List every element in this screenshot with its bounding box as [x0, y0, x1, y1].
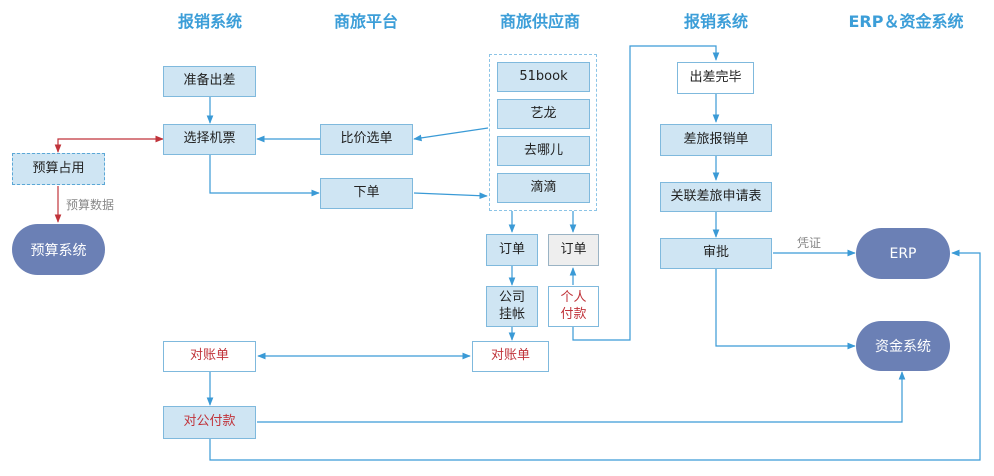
supplier-group	[489, 54, 597, 211]
node-approval: 审批	[660, 238, 772, 269]
node-company-charge: 公司 挂帐	[486, 286, 538, 327]
node-personal-pay: 个人 付款	[548, 286, 599, 327]
node-reconcile-expense: 对账单	[163, 341, 256, 372]
node-reconcile-supplier: 对账单	[472, 341, 549, 372]
node-prepare-trip: 准备出差	[163, 66, 256, 97]
node-supplier-didi: 滴滴	[497, 173, 590, 203]
edge-suppliers-to-compare	[413, 127, 489, 142]
node-compare-order: 比价选单	[320, 124, 413, 155]
edge-payment-to-fund	[257, 371, 906, 423]
edge-order-to-suppliers	[413, 192, 488, 200]
node-supplier-51book: 51book	[497, 62, 590, 92]
edge-label-budget-data: 预算数据	[66, 198, 115, 212]
edge-approval-to-fund	[715, 269, 856, 350]
node-trip-done: 出差完毕	[677, 62, 754, 94]
lane-title-expense-1: 报销系统	[177, 12, 242, 31]
node-budget-system: 预算系统	[12, 224, 105, 275]
node-supplier-qunar: 去哪儿	[497, 136, 590, 166]
edge-personal-pay-to-trip-done	[572, 45, 720, 341]
node-budget-reserve: 预算占用	[12, 153, 105, 185]
node-link-request: 关联差旅申请表	[660, 182, 772, 212]
lane-title-expense-2: 报销系统	[683, 12, 748, 31]
node-place-order: 下单	[320, 178, 413, 209]
edge-select-to-budget-reserve	[54, 135, 164, 153]
edge-select-to-order	[209, 155, 320, 197]
lane-title-travel-platform: 商旅平台	[333, 12, 398, 31]
node-select-ticket: 选择机票	[163, 124, 256, 155]
edge-payment-to-erp	[209, 249, 981, 461]
lane-title-erp-fund: ERP＆资金系统	[848, 12, 964, 31]
lane-title-travel-supplier: 商旅供应商	[499, 12, 580, 31]
node-order-company: 订单	[486, 234, 538, 266]
node-corporate-payment: 对公付款	[163, 406, 256, 439]
edge-label-voucher: 凭证	[797, 236, 822, 250]
node-erp: ERP	[856, 228, 950, 279]
node-order-personal: 订单	[548, 234, 599, 266]
node-supplier-elong: 艺龙	[497, 99, 590, 129]
node-fund-system: 资金系统	[856, 321, 950, 371]
node-travel-claim: 差旅报销单	[660, 124, 772, 156]
